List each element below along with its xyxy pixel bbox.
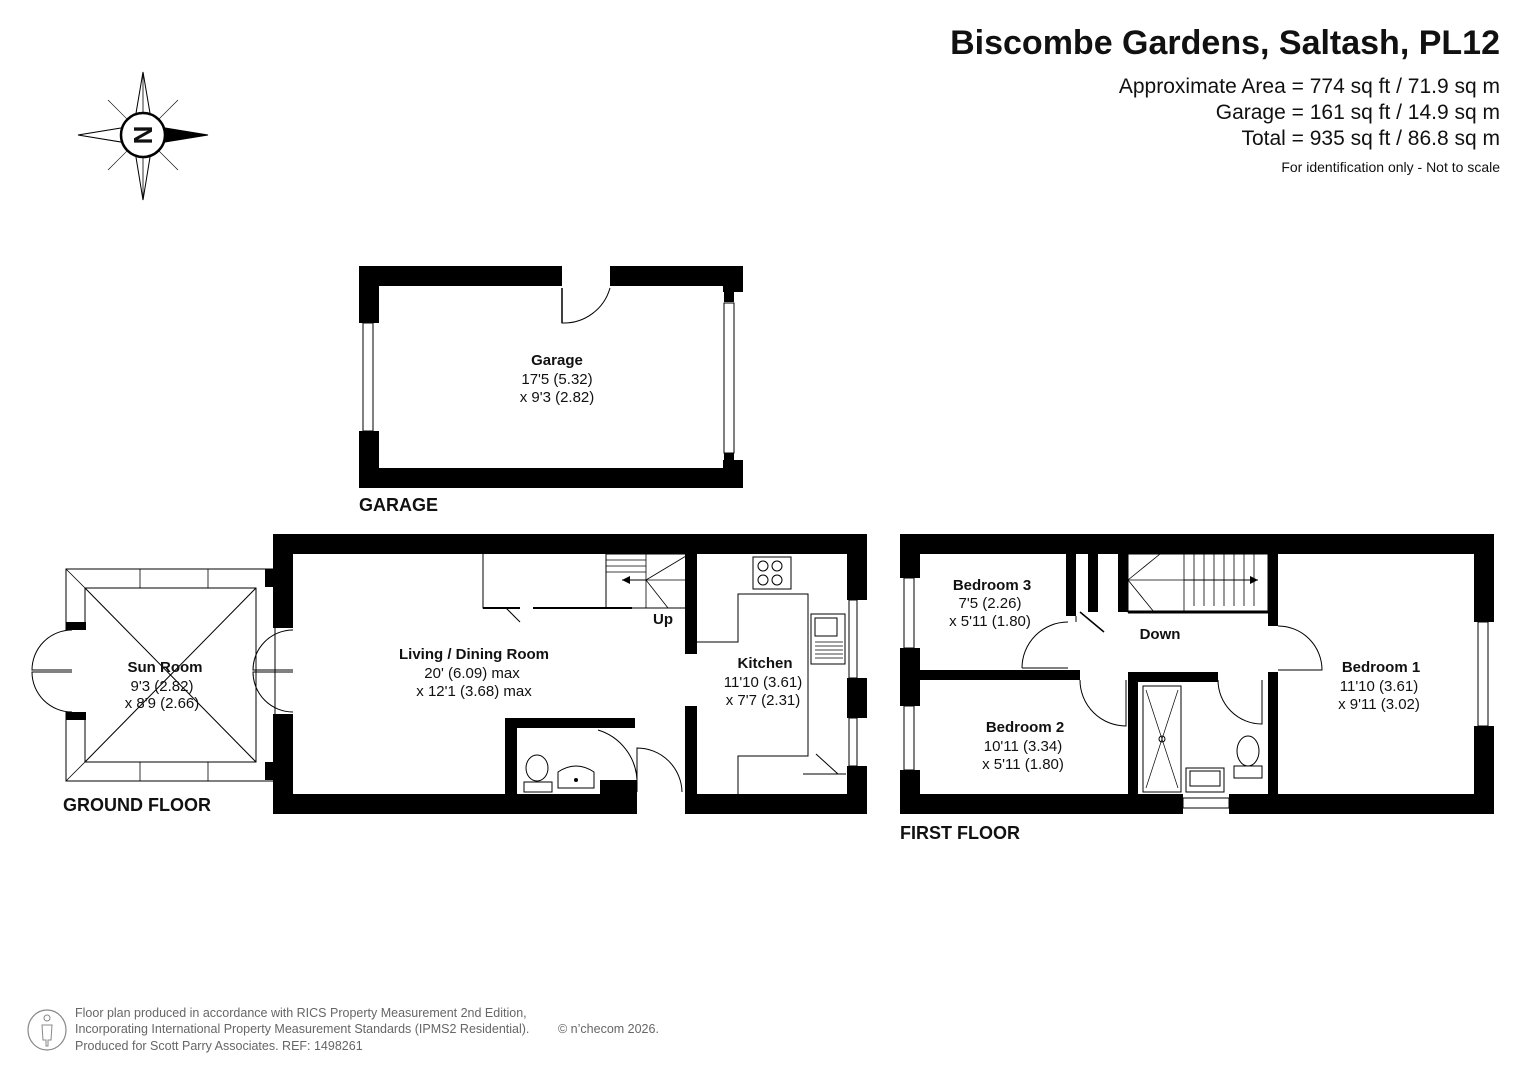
bedroom3-dim-1: 7'5 (2.26) [959, 595, 1022, 612]
kitchen-dim-2: x 7'7 (2.31) [726, 692, 801, 709]
bedroom3-room-name: Bedroom 3 [953, 577, 1031, 594]
bedroom1-dim-1: 11'10 (3.61) [1340, 678, 1418, 695]
garage-dim-1: 17'5 (5.32) [521, 371, 592, 388]
garage-dim-2: x 9'3 (2.82) [520, 389, 595, 406]
sun-room-dim-2: x 8'9 (2.66) [125, 695, 200, 712]
bedroom1-dim-2: x 9'11 (3.02) [1338, 696, 1420, 713]
disclaimer: For identification only - Not to scale [1281, 159, 1500, 175]
sun-room-name: Sun Room [128, 659, 203, 676]
first-floor-label: FIRST FLOOR [900, 823, 1020, 843]
bedroom3-dim-2: x 5'11 (1.80) [949, 613, 1031, 630]
living-room-dim-2: x 12'1 (3.68) max [416, 683, 532, 700]
total-area: Total = 935 sq ft / 86.8 sq m [1241, 127, 1500, 150]
page-title: Biscombe Gardens, Saltash, PL12 [950, 24, 1500, 62]
first-floor-plan [898, 534, 1496, 816]
garage-area: Garage = 161 sq ft / 14.9 sq m [1216, 101, 1500, 124]
stairs-down-label: Down [1140, 626, 1181, 643]
living-room-name: Living / Dining Room [399, 646, 549, 663]
compass-north-letter: N [128, 126, 158, 145]
garage-floor-label: GARAGE [359, 495, 438, 515]
living-room-dim-1: 20' (6.09) max [424, 665, 520, 682]
footer-line-2: Incorporating International Property Mea… [75, 1022, 529, 1036]
footer-line-1: Floor plan produced in accordance with R… [75, 1006, 527, 1020]
approximate-area: Approximate Area = 774 sq ft / 71.9 sq m [1119, 75, 1500, 98]
compass-rose-icon: N [77, 71, 209, 201]
footer-copyright: © n’checom 2026. [558, 1022, 659, 1036]
bedroom2-dim-2: x 5'11 (1.80) [982, 756, 1064, 773]
kitchen-dim-1: 11'10 (3.61) [724, 674, 802, 691]
bedroom2-dim-1: 10'11 (3.34) [984, 738, 1062, 755]
garage-room-name: Garage [531, 352, 583, 369]
ground-floor-plan [31, 534, 869, 816]
bedroom2-room-name: Bedroom 2 [986, 719, 1064, 736]
sun-room-dim-1: 9'3 (2.82) [131, 678, 194, 695]
ground-floor-label: GROUND FLOOR [63, 795, 211, 815]
person-icon [27, 1009, 67, 1051]
garage-plan [357, 264, 745, 488]
stairs-up-label: Up [653, 611, 673, 628]
bedroom1-room-name: Bedroom 1 [1342, 659, 1420, 676]
footer-line-3: Produced for Scott Parry Associates. REF… [75, 1039, 363, 1053]
kitchen-room-name: Kitchen [737, 655, 792, 672]
